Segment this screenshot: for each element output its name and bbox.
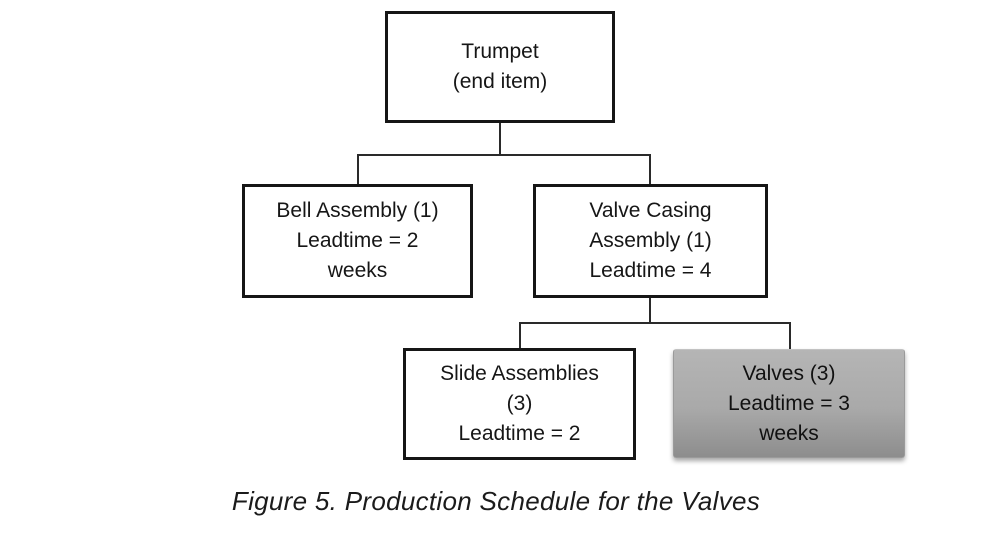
node-valve-casing-assembly-label: Valve Casing Assembly (1) Leadtime = 4 [589,199,712,282]
connector-line [519,322,791,324]
node-valves-label: Valves (3) Leadtime = 3 weeks [727,361,850,445]
node-bell-assembly: Bell Assembly (1) Leadtime = 2 weeks [242,184,473,298]
connector-line [357,154,650,156]
connector-line [519,322,521,349]
node-valves-highlighted: Valves (3) Leadtime = 3 weeks [673,349,905,458]
figure-caption: Figure 5. Production Schedule for the Va… [231,486,761,516]
node-valve-casing-assembly: Valve Casing Assembly (1) Leadtime = 4 [533,184,768,298]
connector-line [649,154,651,185]
node-slide-assemblies-label: Slide Assemblies (3) Leadtime = 2 [440,362,599,445]
connector-line [649,298,651,324]
node-trumpet-label: Trumpet (end item) [452,40,548,93]
node-bell-assembly-label: Bell Assembly (1) Leadtime = 2 weeks [276,199,439,282]
connector-line [499,123,501,156]
node-trumpet: Trumpet (end item) [385,11,615,123]
connector-line [357,154,359,185]
node-slide-assemblies: Slide Assemblies (3) Leadtime = 2 [403,348,636,460]
connector-line [789,322,791,350]
